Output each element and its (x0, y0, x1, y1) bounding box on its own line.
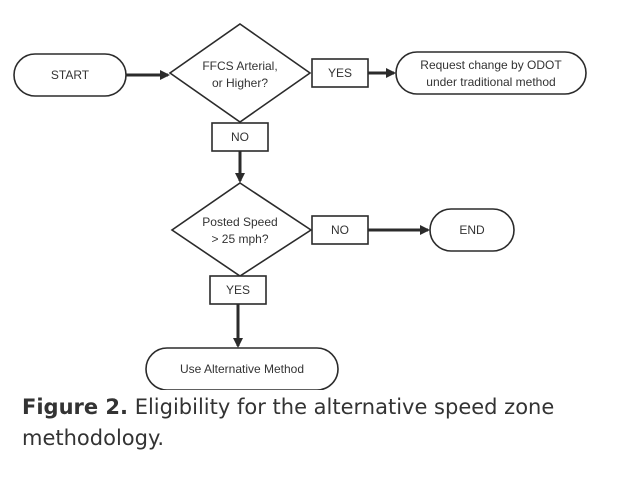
decision1-line1: FFCS Arterial, (202, 59, 277, 73)
caption-text: Eligibility for the alternative speed zo… (22, 395, 555, 450)
yes1-label: YES (328, 66, 352, 80)
decision1-line2: or Higher? (212, 76, 268, 90)
decision-posted-speed (170, 182, 313, 277)
start-label: START (51, 68, 90, 82)
no-label-box-1 (211, 122, 269, 152)
figure-caption: Figure 2. Eligibility for the alternativ… (22, 392, 622, 454)
use-alternative-terminal (145, 347, 339, 390)
end-terminal (429, 208, 515, 252)
yes2-label: YES (226, 283, 250, 297)
alt-label: Use Alternative Method (180, 362, 304, 376)
request-change-terminal (395, 51, 587, 95)
request-line2: under traditional method (426, 75, 555, 89)
flowchart: START FFCS Arterial, or Higher? YES Requ… (13, 23, 587, 390)
end-label: END (459, 223, 485, 237)
request-line1: Request change by ODOT (420, 58, 562, 72)
figure-label: Figure 2. (22, 395, 129, 419)
decision-ffcs-arterial (168, 23, 312, 123)
no2-label: NO (331, 223, 349, 237)
decision2-line1: Posted Speed (202, 215, 277, 229)
no1-label: NO (231, 130, 249, 144)
decision2-line2: > 25 mph? (211, 232, 268, 246)
yes-label-box-1 (311, 58, 369, 88)
